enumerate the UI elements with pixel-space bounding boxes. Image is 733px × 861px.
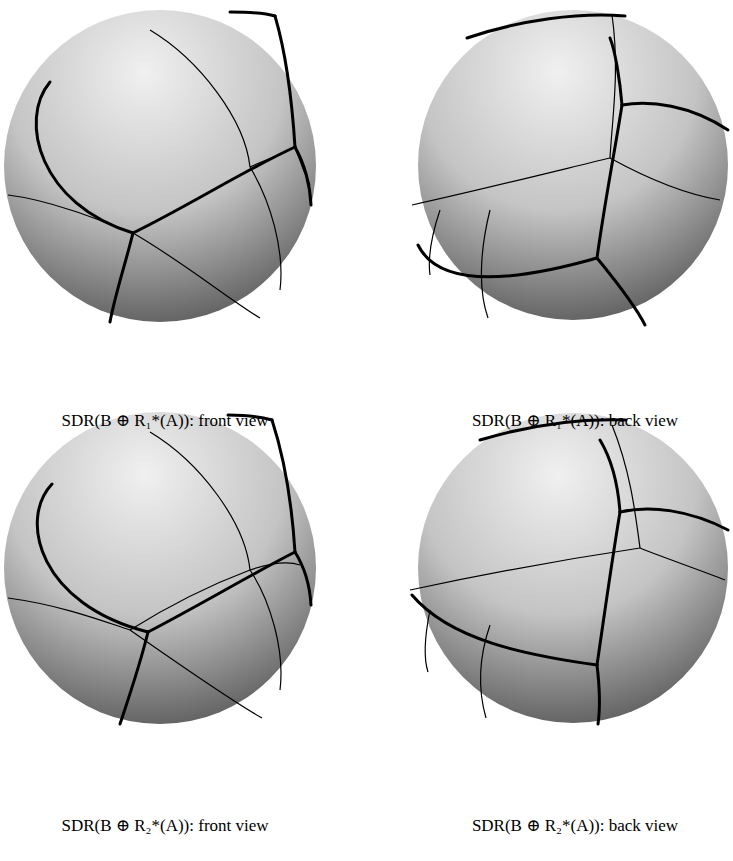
sphere-front-1: [4, 10, 316, 322]
figure-caption: SDR(B ⊕ R₂*(A)): back view: [472, 815, 678, 836]
figure-caption: SDR(B ⊕ R₁*(A)): back view: [472, 410, 678, 431]
figure-caption: SDR(B ⊕ R₂*(A)): front view: [61, 815, 268, 836]
sphere-back-2: [410, 413, 728, 724]
figure-caption: SDR(B ⊕ R₁*(A)): front view: [61, 410, 268, 431]
sphere-back-1: [412, 10, 728, 325]
sphere-front-2: [4, 412, 316, 724]
